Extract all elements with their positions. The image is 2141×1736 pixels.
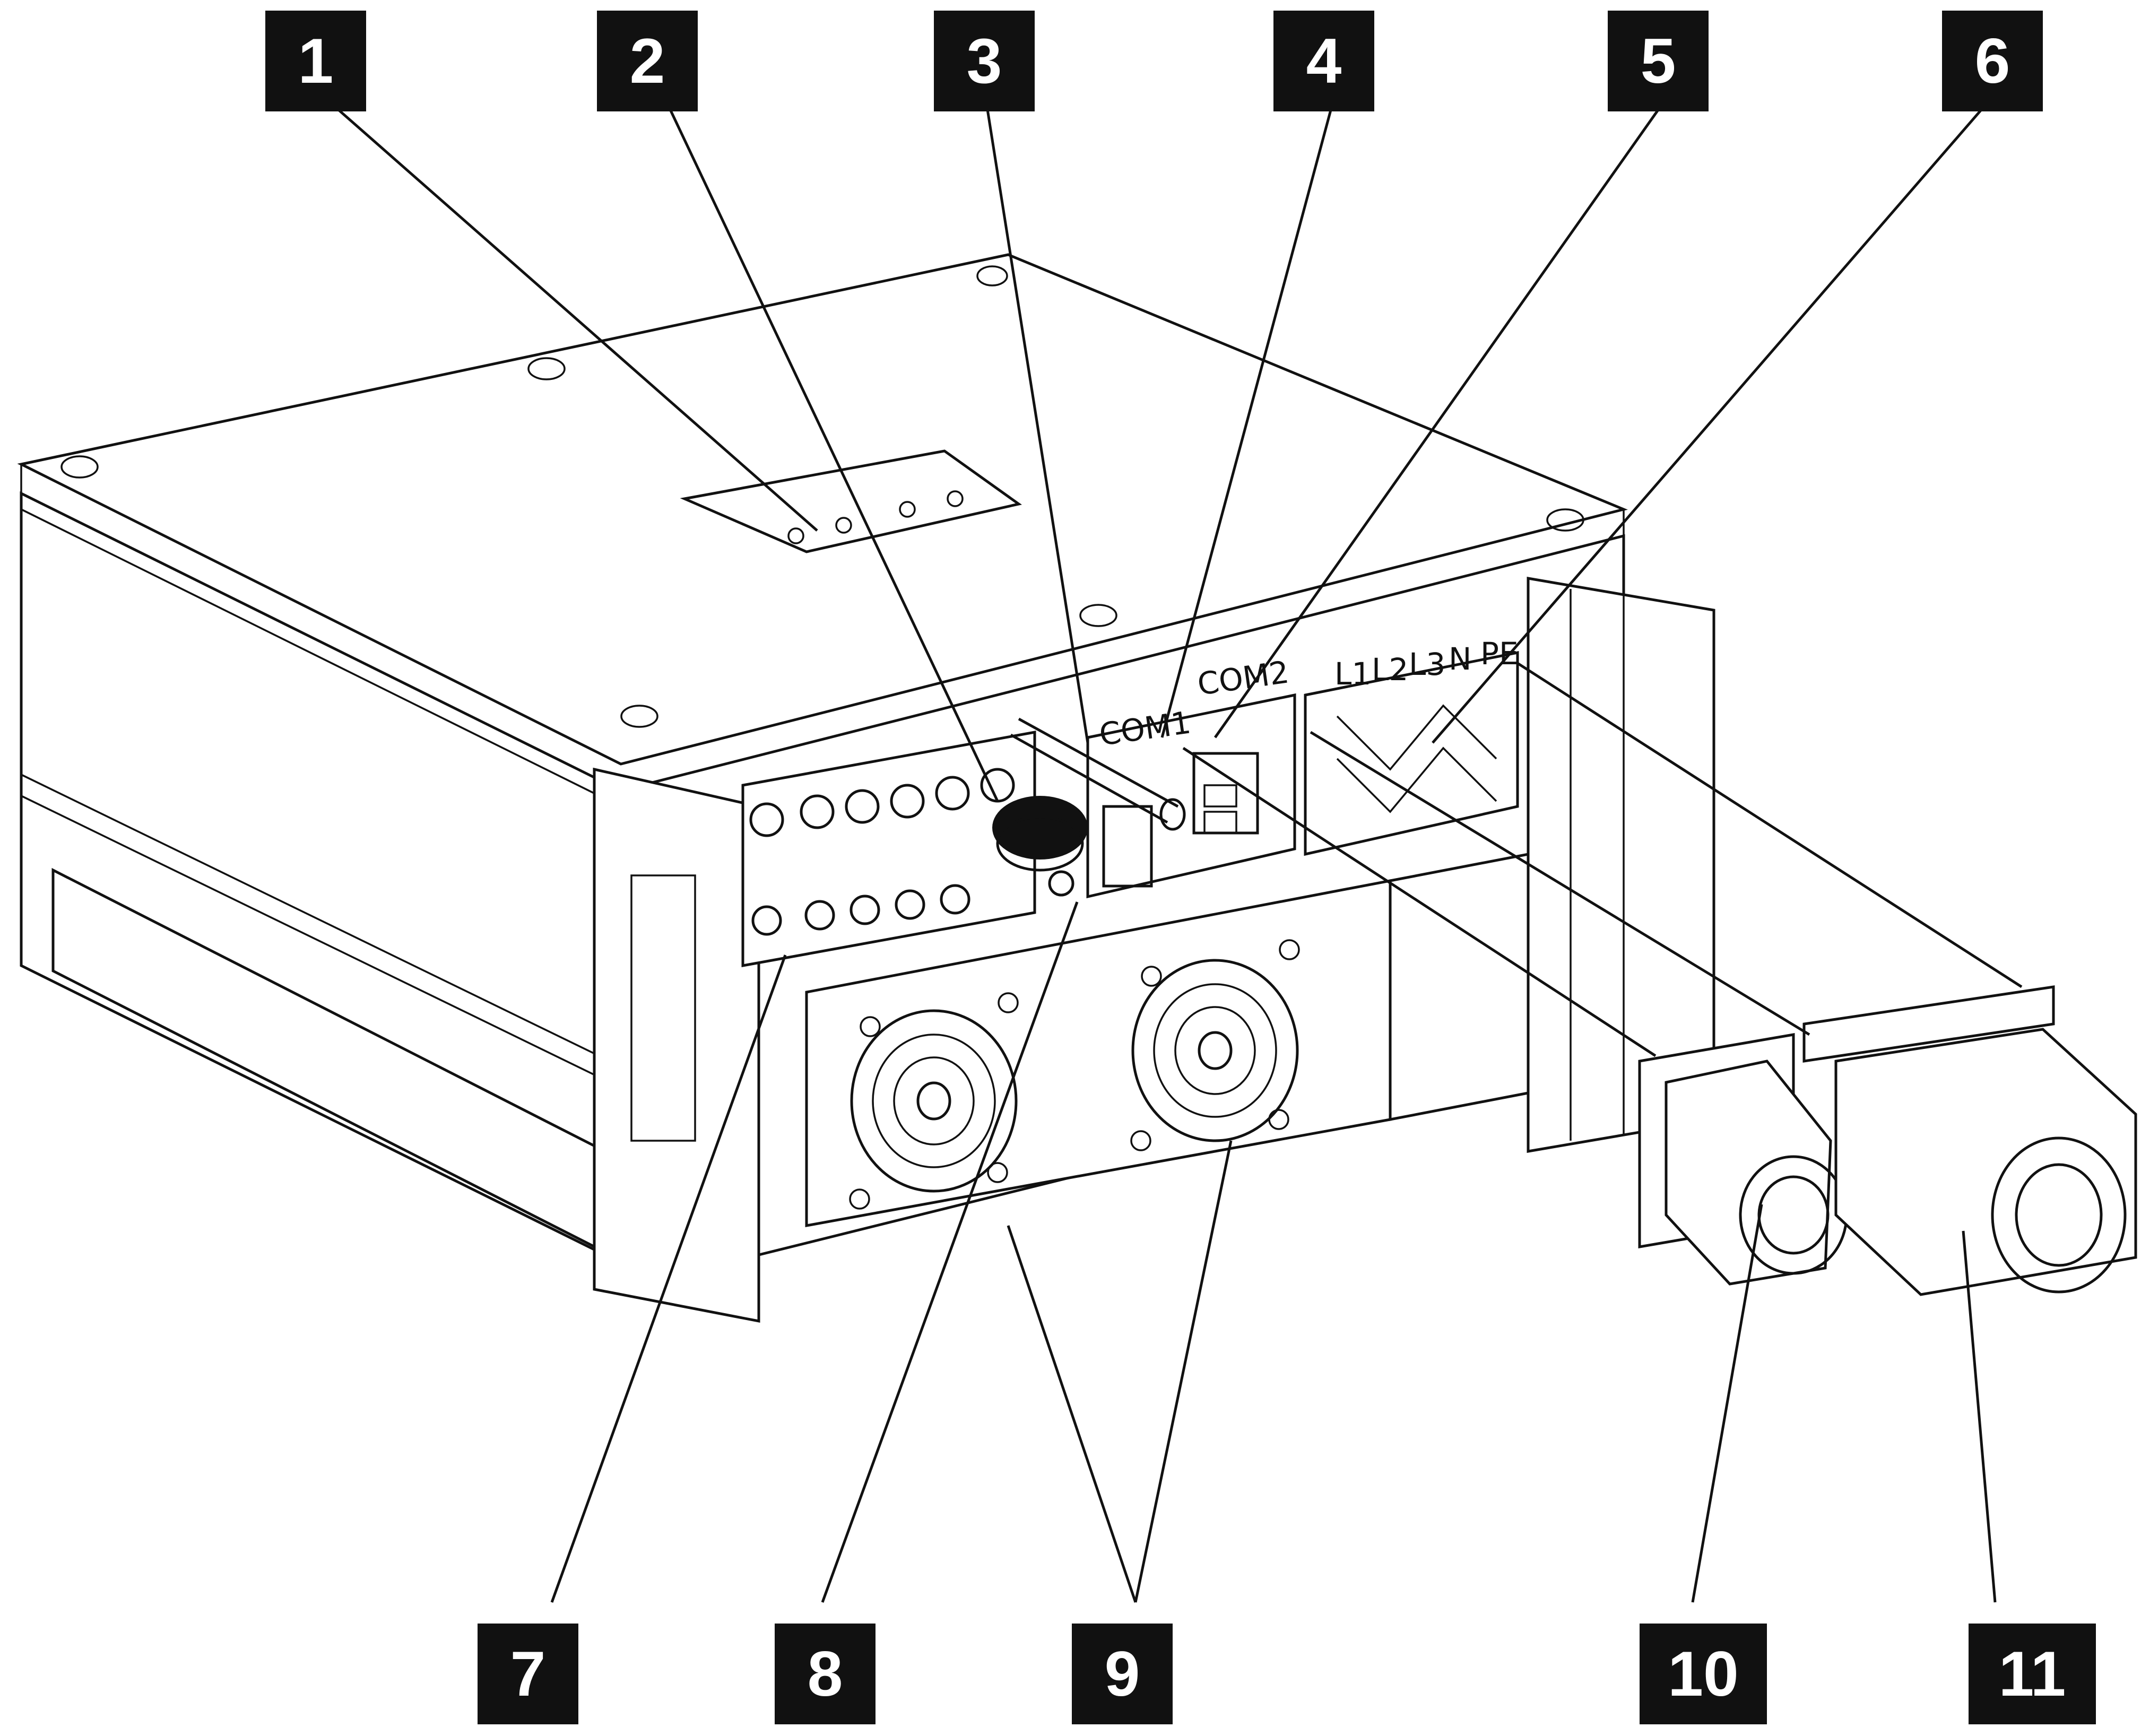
callout-3-label: 3 [967, 25, 1002, 97]
callout-11: 11 [1969, 1624, 2096, 1724]
l3-label: L3 [1409, 646, 1445, 682]
callout-6: 6 [1942, 11, 2043, 111]
callout-9-label: 9 [1105, 1638, 1140, 1709]
callout-6-label: 6 [1975, 25, 2010, 97]
cable-gland-large [1802, 985, 2137, 1296]
cable-gland-small [1638, 1033, 1848, 1286]
fan-right [1130, 939, 1300, 1151]
callout-10-label: 10 [1668, 1638, 1738, 1709]
callout-7-label: 7 [510, 1638, 546, 1709]
callout-1-label: 1 [298, 25, 334, 97]
l1-label: L1 [1334, 656, 1371, 692]
callout-10: 10 [1640, 1624, 1767, 1724]
callout-5-label: 5 [1641, 25, 1676, 97]
callout-7: 7 [478, 1624, 578, 1724]
callout-9: 9 [1072, 1624, 1173, 1724]
lid-plate [680, 449, 1022, 553]
l2-label: L2 [1372, 652, 1408, 688]
fan-left [849, 992, 1019, 1210]
lid-screws [60, 265, 1584, 728]
callout-1: 1 [265, 11, 366, 111]
callout-8: 8 [775, 1624, 876, 1724]
callout-4: 4 [1273, 11, 1374, 111]
ac-terminal-block: L1 L2 L3 N PE [1304, 636, 1519, 856]
dc-connectors-bottom [751, 884, 970, 936]
inverter-housing: COM1 COM2 L1 L2 L3 N PE [17, 253, 2137, 1323]
callout-8-label: 8 [808, 1638, 843, 1709]
callout-2: 2 [597, 11, 698, 111]
callout-2-label: 2 [630, 25, 665, 97]
callout-3: 3 [934, 11, 1035, 111]
dc-switch [992, 796, 1088, 897]
callout-4-label: 4 [1306, 25, 1342, 97]
leader-lines [333, 105, 2023, 1603]
callout-5: 5 [1608, 11, 1709, 111]
dc-connector-panel [741, 731, 1036, 967]
callout-11-label: 11 [1999, 1638, 2066, 1709]
n-label: N [1449, 641, 1471, 677]
